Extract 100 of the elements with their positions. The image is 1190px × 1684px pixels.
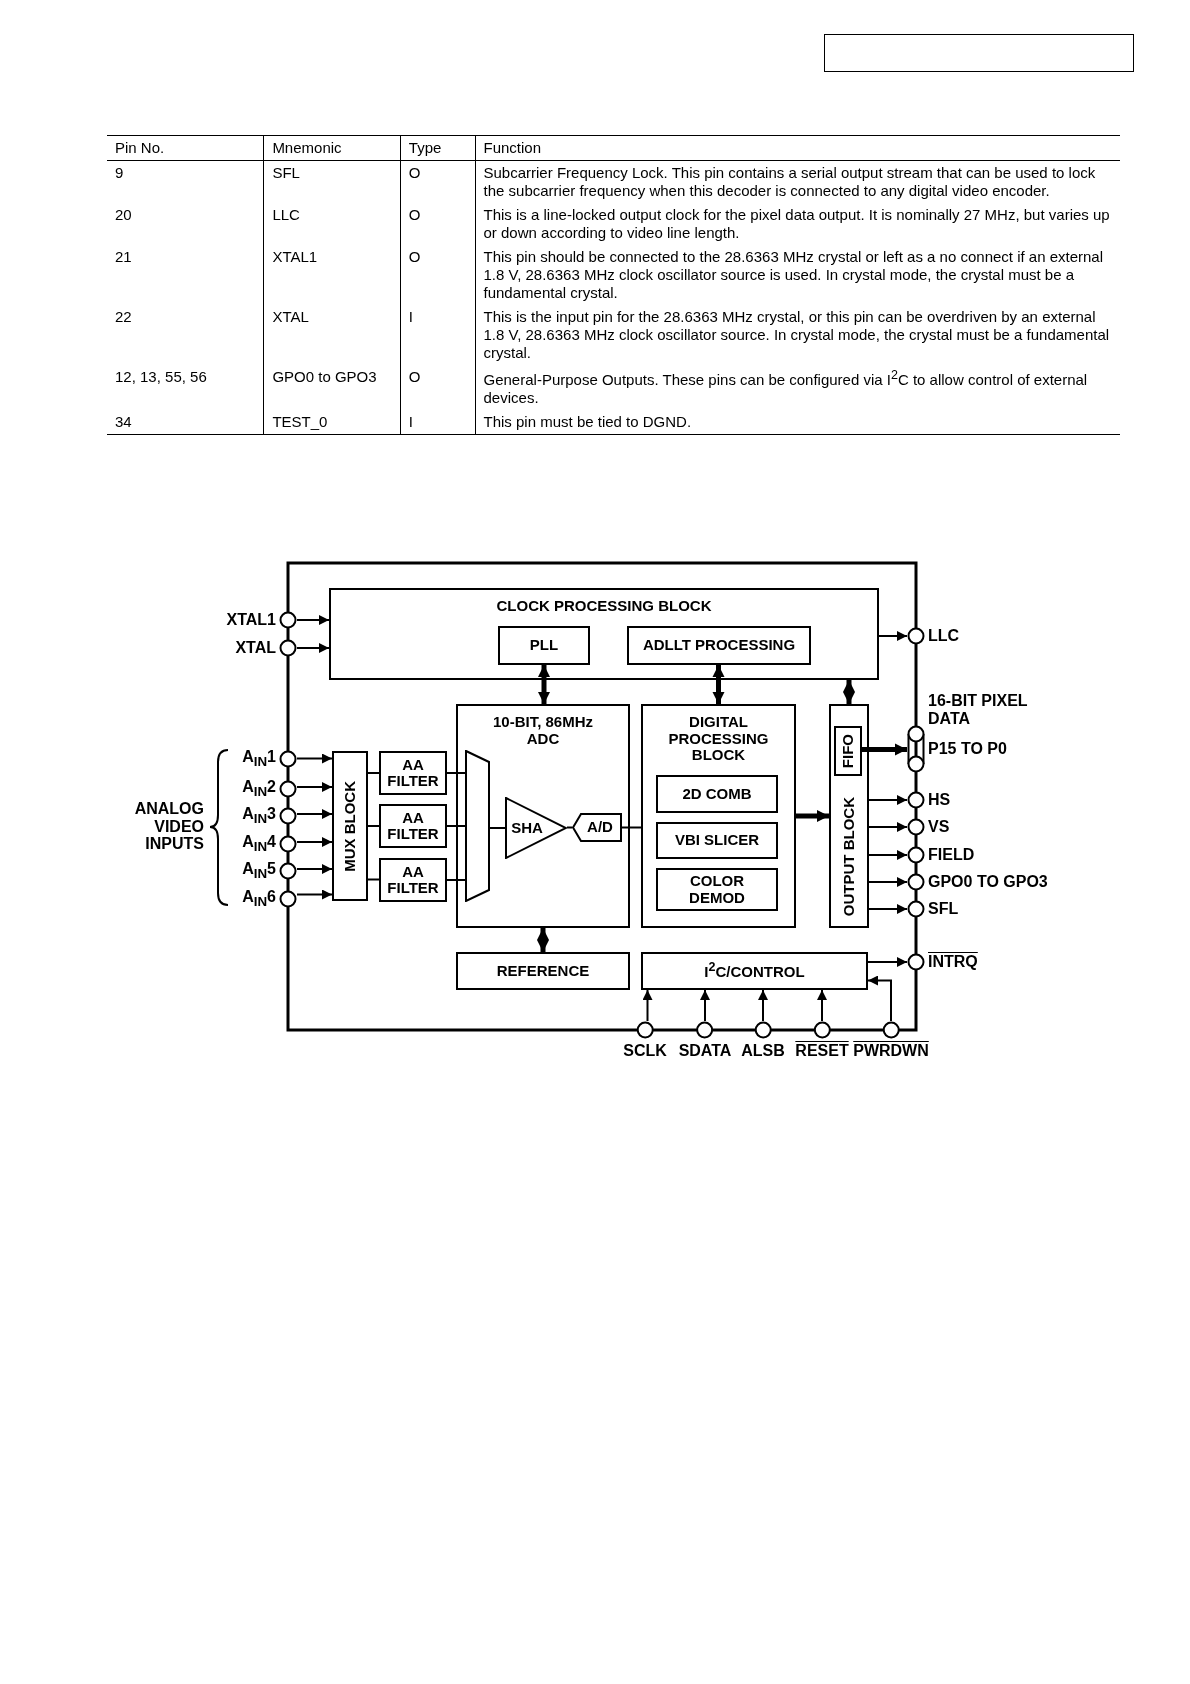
column-header: Function xyxy=(483,139,542,156)
arrow xyxy=(296,889,333,900)
pin-label: SFL xyxy=(928,900,959,918)
block-box xyxy=(379,804,447,848)
block-label: PLL xyxy=(529,637,559,654)
column-header: Type xyxy=(408,139,442,156)
block-arrow xyxy=(862,743,907,756)
block-title: DIGITAL PROCESSING BLOCK xyxy=(667,714,770,764)
mnemonic: LLC xyxy=(272,206,300,223)
block-label: AA FILTER xyxy=(386,756,440,790)
connector-line xyxy=(489,827,506,829)
block-arrow xyxy=(796,810,829,822)
pin-number: 34 xyxy=(115,413,132,430)
block-title: 10-BIT, 86MHz ADC xyxy=(492,714,594,747)
mnemonic: SFL xyxy=(272,164,300,181)
pin-label: ALSB xyxy=(741,1042,785,1060)
converter-block xyxy=(572,813,622,842)
block-arrow xyxy=(537,928,549,952)
block-title: CLOCK PROCESSING BLOCK xyxy=(496,598,712,615)
pin-label: VS xyxy=(928,818,950,836)
block-label: A/D xyxy=(587,819,613,836)
arrow xyxy=(296,837,333,847)
pin-label: P15 TO P0 xyxy=(928,740,1007,758)
mnemonic: TEST_0 xyxy=(272,413,328,430)
block-label: AA FILTER xyxy=(386,863,440,897)
pin-label: LLC xyxy=(928,627,960,645)
block-box xyxy=(329,588,879,680)
block-box xyxy=(456,704,630,928)
pin-number: 12, 13, 55, 56 xyxy=(115,368,207,385)
arrow xyxy=(867,975,892,1022)
function-text: General-Purpose Outputs. These pins can be configured via I$^{2}$C to allow control of external devices. xyxy=(483,371,1088,406)
block-box xyxy=(379,751,447,795)
block-box xyxy=(332,751,368,901)
arrow xyxy=(296,753,333,764)
block-box xyxy=(641,704,796,928)
arrow xyxy=(700,989,710,1022)
arrow xyxy=(296,782,333,792)
block-label: MUX BLOCK xyxy=(341,780,359,872)
pin-number: 22 xyxy=(115,308,132,325)
block-box xyxy=(656,822,778,859)
connector-line xyxy=(566,826,573,829)
pin-label: A$_{IN}$2 xyxy=(242,778,276,800)
mnemonic: GPO0 to GPO3 xyxy=(272,368,377,385)
pin-label: A$_{IN}$3 xyxy=(242,805,276,827)
arrow xyxy=(817,989,827,1022)
block-box xyxy=(829,704,869,928)
function-text: This pin must be tied to DGND. xyxy=(483,413,692,430)
pin-number: 21 xyxy=(115,248,132,265)
block-label: AA FILTER xyxy=(386,809,440,843)
connector-line xyxy=(621,826,642,829)
arrow xyxy=(296,864,333,874)
pin-label: A$_{IN}$4 xyxy=(242,833,276,855)
block-label: VBI SLICER xyxy=(674,832,760,849)
block-label: 2D COMB xyxy=(682,785,752,803)
block-box xyxy=(379,858,447,902)
pin-label: XTAL1 xyxy=(226,611,276,629)
block-box xyxy=(656,775,778,813)
connector-line xyxy=(367,825,380,827)
function-text: This is a line-locked output clock for the pixel data output. It is nominally 27 MHz, but varies up or down according to video line length. xyxy=(483,206,1110,241)
block-box xyxy=(656,868,778,911)
pin-label: RESET xyxy=(795,1042,849,1060)
mnemonic: XTAL1 xyxy=(272,248,318,265)
pin-label: XTAL xyxy=(235,639,276,657)
pin-label: SCLK xyxy=(623,1042,667,1060)
function-text: This is the input pin for the 28.6363 MHz crystal, or this pin can be overdriven by an external 1.8 V, 28.6363 MHz clock oscillator source. In crystal mode, the crystal must be a fundamental crystal. xyxy=(483,308,1110,361)
pin-type: O xyxy=(408,248,421,265)
arrow xyxy=(868,904,908,914)
pin-type: O xyxy=(408,206,421,223)
arrow xyxy=(867,957,908,967)
block-box xyxy=(456,952,630,990)
pin-label: A$_{IN}$1 xyxy=(242,748,276,770)
multiplexer-trapezoid xyxy=(465,750,490,902)
connector-line xyxy=(367,772,380,774)
pin-label: SDATA xyxy=(678,1042,732,1060)
arrow xyxy=(868,795,908,805)
column-header: Mnemonic xyxy=(272,139,342,156)
pin-label: PWRDWN xyxy=(853,1042,929,1060)
pin-label: 16-BIT PIXEL DATA xyxy=(928,692,1029,728)
arrow xyxy=(868,822,908,832)
arrow xyxy=(868,850,908,860)
pin-label: A$_{IN}$6 xyxy=(242,888,276,910)
block-box xyxy=(641,952,868,990)
block-label: ADLLT PROCESSING xyxy=(642,637,796,654)
arrow xyxy=(296,809,333,819)
arrow xyxy=(758,989,768,1022)
block-label: SHA xyxy=(511,819,543,837)
pin-number: 20 xyxy=(115,206,132,223)
arrow xyxy=(878,631,908,641)
block-arrow xyxy=(712,665,725,704)
function-text: This pin should be connected to the 28.6363 MHz crystal or left as a no connect if an external 1.8 V, 28.6363 MHz clock oscillator source is used. In crystal mode, the crystal must be a fundamental crystal. xyxy=(483,248,1104,301)
block-arrow xyxy=(843,680,855,704)
pin-type: O xyxy=(408,164,421,181)
block-label: OUTPUT BLOCK xyxy=(840,796,858,916)
pin-type: O xyxy=(408,368,421,385)
block-box xyxy=(498,626,590,665)
pin-label: GPO0 TO GPO3 xyxy=(928,873,1048,891)
block-label: I$^{2}$C/CONTROL xyxy=(704,961,805,981)
arrow xyxy=(296,643,330,653)
block-label: REFERENCE xyxy=(496,962,590,980)
arrow xyxy=(642,989,653,1022)
